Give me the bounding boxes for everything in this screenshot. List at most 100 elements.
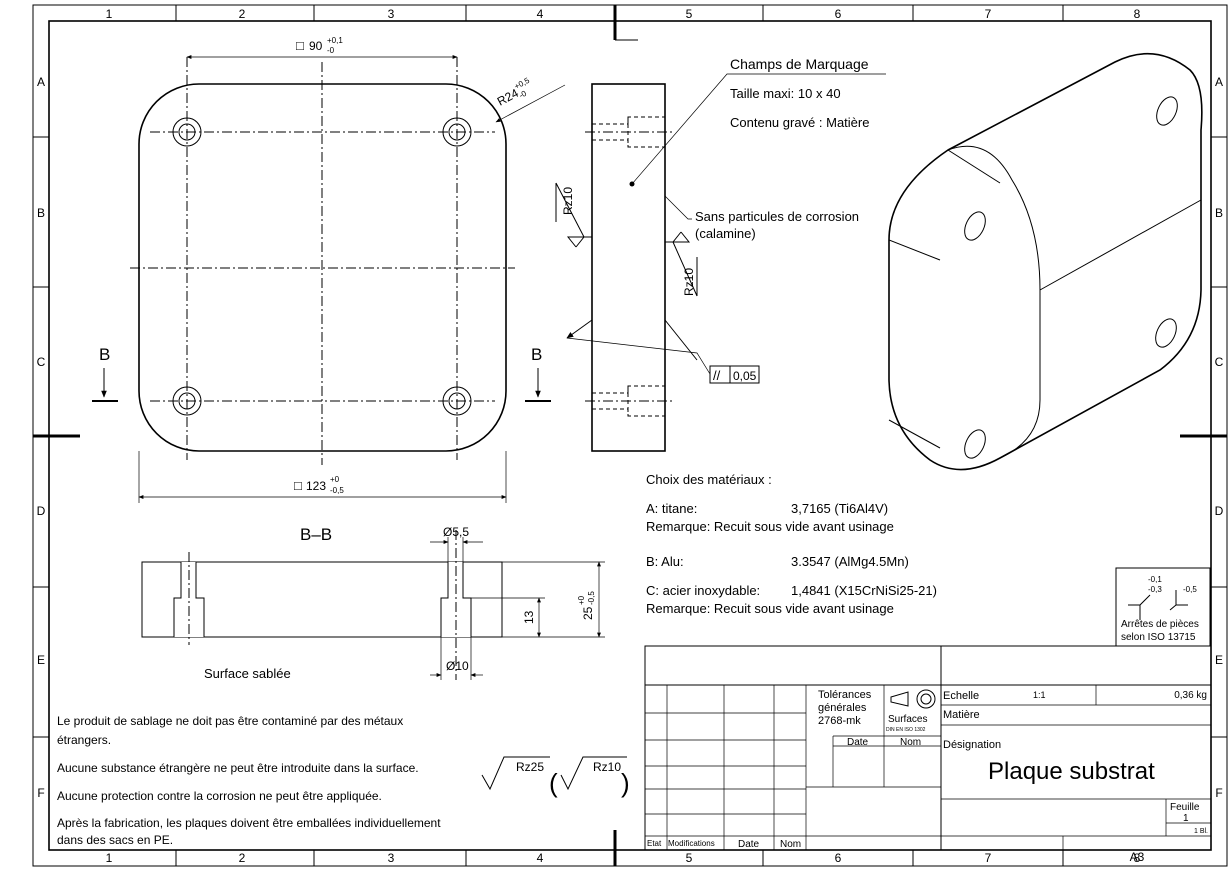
section-marker-left: B (92, 345, 118, 402)
row-label: C (37, 355, 46, 369)
designation-label: Désignation (943, 739, 1001, 751)
notes-block: Le produit de sablage ne doit pas être c… (57, 714, 441, 847)
materials-block: Choix des matériaux : A: titane: 3,7165 … (646, 472, 937, 616)
col-label: 7 (985, 7, 992, 21)
svg-text:+0: +0 (577, 595, 586, 605)
svg-text:): ) (621, 768, 630, 798)
feuille-label: Feuille (1170, 802, 1200, 813)
col-label: 5 (686, 7, 693, 21)
col-label: 4 (537, 7, 544, 21)
mounting-hole (172, 386, 202, 416)
svg-text:-0,3: -0,3 (1148, 585, 1162, 594)
svg-text:90: 90 (309, 39, 323, 53)
side-outline (591, 83, 666, 452)
top-view: □ 90 +0,1 -0 □ 123 +0 -0,5 R24 +0,5 -0 B (92, 36, 566, 503)
svg-text:-0,5: -0,5 (587, 591, 596, 605)
surfaces-label: Surfaces (888, 714, 927, 725)
projection-symbol-icon (890, 689, 936, 709)
mounting-hole (442, 117, 472, 147)
svg-text:+0: +0 (330, 475, 340, 484)
tolerances-line2: générales (818, 702, 867, 714)
svg-text:Rz10: Rz10 (593, 760, 621, 774)
section-marker-right: B (525, 345, 551, 402)
row-label: D (37, 504, 46, 518)
dim-13: 13 (522, 610, 536, 624)
row-label: F (1215, 786, 1222, 800)
mass-value: 0,36 kg (1174, 690, 1207, 701)
title-block: Tolérances générales 2768-mk Surfaces DI… (644, 645, 1212, 864)
roughness-symbol-right: Rz10 (665, 231, 698, 297)
marking-size: Taille maxi: 10 x 40 (730, 86, 841, 101)
col-label: 7 (985, 851, 992, 865)
echelle-value: 1:1 (1033, 690, 1046, 700)
dimension-123: □ 123 +0 -0,5 (294, 475, 344, 495)
dia-10: Ø10 (446, 659, 469, 673)
col-label: 6 (835, 7, 842, 21)
surface-note: Surface sablée (204, 666, 291, 681)
svg-text:Rz10: Rz10 (682, 268, 696, 296)
svg-text:+0,1: +0,1 (327, 36, 343, 45)
side-view: Champs de Marquage Taille maxi: 10 x 40 … (555, 56, 886, 452)
feuille-value: 1 (1183, 813, 1189, 824)
material-c-value: 1,4841 (X15CrNiSi25-21) (791, 583, 937, 598)
note-line: dans des sacs en PE. (57, 833, 173, 847)
corrosion-note-2: (calamine) (695, 226, 756, 241)
designation-value: Plaque substrat (988, 758, 1155, 785)
material-c-note: Remarque: Recuit sous vide avant usinage (646, 601, 894, 616)
row-label: C (1215, 355, 1224, 369)
iso-hole (964, 211, 986, 241)
svg-text:□: □ (296, 38, 304, 53)
general-roughness: Rz25 ( Rz10 ) (481, 756, 630, 798)
col-label: 1 (106, 7, 113, 21)
etat-label: Etat (647, 839, 662, 848)
col-label: 8 (1134, 7, 1141, 21)
echelle-label: Echelle (943, 690, 979, 702)
nom-label: Nom (900, 737, 921, 748)
note-line: Le produit de sablage ne doit pas être c… (57, 714, 403, 728)
col-label: 2 (239, 851, 246, 865)
svg-text:Rz25: Rz25 (516, 760, 544, 774)
note-line: Après la fabrication, les plaques doiven… (57, 816, 441, 830)
svg-text://: // (713, 368, 721, 383)
col-label: 8 (1134, 851, 1141, 865)
surfaces-standard: DIN EN ISO 1302 (886, 727, 926, 733)
svg-text:-0,5: -0,5 (330, 486, 344, 495)
row-label: E (1215, 653, 1223, 667)
material-b-label: B: Alu: (646, 554, 684, 569)
materials-heading: Choix des matériaux : (646, 472, 772, 487)
svg-text:-0: -0 (327, 46, 335, 55)
tolerances-line1: Tolérances (818, 689, 872, 701)
edges-line2: selon ISO 13715 (1121, 632, 1196, 643)
radius-r24: R24 +0,5 -0 (495, 76, 532, 109)
dimension-90: □ 90 +0,1 -0 (296, 36, 343, 55)
svg-text:B: B (99, 345, 110, 364)
note-line: étrangers. (57, 733, 111, 747)
material-b-value: 3.3547 (AlMg4.5Mn) (791, 554, 909, 569)
svg-text:0,05: 0,05 (733, 369, 757, 383)
col-label: 5 (686, 851, 693, 865)
date-label: Date (847, 737, 869, 748)
col-label: 4 (537, 851, 544, 865)
edges-line1: Arrêtes de pièces (1121, 619, 1199, 630)
material-a-value: 3,7165 (Ti6Al4V) (791, 501, 888, 516)
row-label: A (1215, 75, 1223, 89)
material-a-label: A: titane: (646, 501, 697, 516)
svg-text:(: ( (549, 768, 558, 798)
format-label: A3 (1130, 850, 1145, 864)
section-view: B–B Ø5,5 Ø10 13 25 +0 -0,5 (141, 525, 605, 681)
iso-hole (1155, 318, 1177, 348)
corrosion-note-1: Sans particules de corrosion (695, 209, 859, 224)
row-label: A (37, 75, 45, 89)
marking-title: Champs de Marquage (730, 56, 869, 72)
material-c-label: C: acier inoxydable: (646, 583, 760, 598)
row-label: D (1215, 504, 1224, 518)
parallelism-frame: // 0,05 (709, 365, 760, 384)
col-label: 1 (106, 851, 113, 865)
section-title: B–B (300, 525, 332, 544)
svg-text:-0: -0 (518, 89, 529, 101)
svg-text:25: 25 (581, 606, 595, 620)
note-line: Aucune substance étrangère ne peut être … (57, 761, 419, 775)
row-label: F (37, 786, 44, 800)
mounting-hole (442, 386, 472, 416)
